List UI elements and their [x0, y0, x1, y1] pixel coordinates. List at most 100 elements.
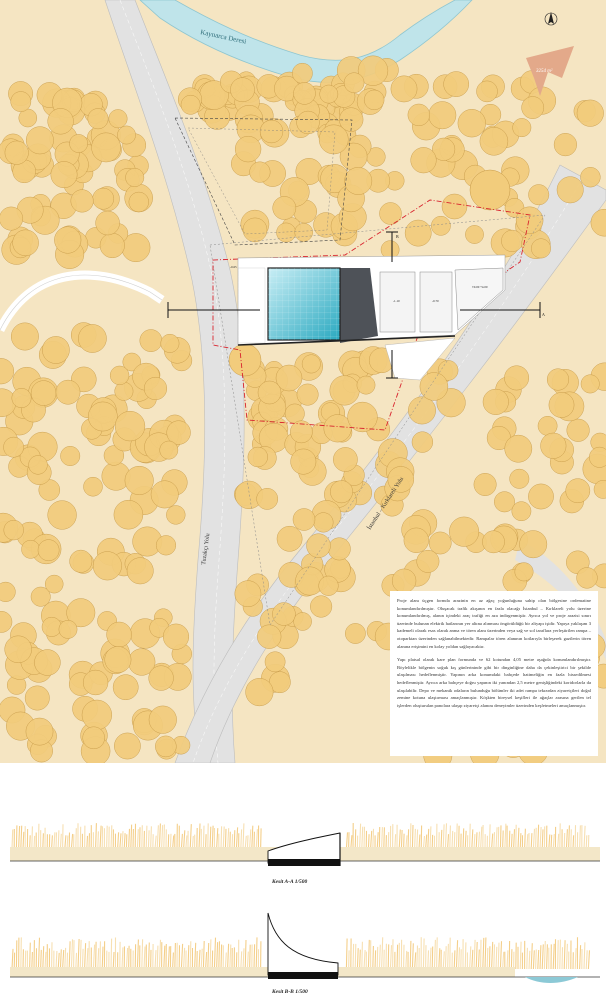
- tree-silhouette: [345, 938, 348, 970]
- tree-silhouette: [70, 939, 74, 970]
- tree-canopy: [428, 101, 457, 130]
- tree-silhouette: [405, 835, 408, 850]
- tree-silhouette: [493, 832, 496, 850]
- tree-silhouette: [389, 945, 393, 970]
- tree-silhouette: [40, 949, 42, 970]
- tree-silhouette: [81, 948, 84, 970]
- tree-canopy: [504, 434, 533, 463]
- section-marker-b: B: [396, 234, 399, 239]
- tree-silhouette: [350, 835, 353, 850]
- tree-silhouette: [416, 829, 419, 850]
- tree-canopy: [143, 376, 168, 401]
- tree-silhouette: [121, 947, 124, 970]
- tree-silhouette: [436, 937, 438, 970]
- tree-silhouette: [62, 949, 65, 970]
- tree-silhouette: [92, 944, 96, 970]
- tree-silhouette: [86, 948, 89, 970]
- tree-silhouette: [550, 834, 553, 850]
- tree-silhouette: [130, 824, 133, 850]
- tree-silhouette: [119, 833, 122, 850]
- tree-silhouette: [158, 939, 162, 970]
- tree-silhouette: [519, 833, 522, 850]
- tree-canopy: [0, 611, 13, 633]
- tree-silhouette: [352, 943, 355, 970]
- tree-silhouette: [229, 831, 231, 850]
- tree-silhouette: [244, 939, 247, 970]
- tree-silhouette: [191, 835, 194, 850]
- tree-silhouette: [497, 826, 500, 850]
- tree-canopy: [34, 649, 61, 676]
- tree-canopy: [290, 448, 317, 475]
- tree-silhouette: [240, 829, 243, 850]
- tree-canopy: [515, 206, 544, 235]
- tree-silhouette: [418, 834, 421, 850]
- tree-silhouette: [18, 825, 21, 850]
- tree-canopy: [590, 208, 606, 237]
- tree-canopy: [249, 161, 271, 183]
- tree-canopy: [234, 580, 262, 608]
- tree-silhouette: [200, 948, 203, 970]
- tree-silhouette: [169, 833, 172, 850]
- tree-silhouette: [167, 834, 170, 850]
- tree-canopy: [521, 96, 545, 119]
- tree-canopy: [24, 685, 50, 711]
- tree-silhouette: [112, 951, 115, 970]
- tree-canopy: [284, 403, 305, 424]
- tree-canopy: [10, 91, 32, 112]
- tree-canopy: [259, 119, 284, 144]
- tree-silhouette: [376, 832, 379, 850]
- tree-canopy: [364, 89, 385, 111]
- tree-silhouette: [235, 827, 239, 850]
- tree-silhouette: [136, 829, 139, 850]
- tree-canopy: [576, 99, 604, 127]
- tree-canopy: [41, 616, 62, 637]
- tree-canopy: [87, 108, 109, 130]
- tree-canopy: [329, 375, 360, 406]
- tree-canopy: [293, 612, 312, 631]
- tree-silhouette: [97, 948, 100, 970]
- tree-silhouette: [394, 834, 397, 850]
- tree-canopy: [44, 574, 64, 594]
- tree-silhouette: [546, 944, 548, 970]
- tree-silhouette: [381, 937, 384, 970]
- tree-silhouette: [97, 831, 99, 850]
- tree-silhouette: [57, 830, 60, 850]
- tree-canopy: [531, 238, 551, 259]
- tree-canopy: [479, 127, 509, 156]
- tree-canopy: [0, 358, 15, 385]
- description-paragraph: Proje alanı üçgen formda arazinin en az …: [397, 598, 591, 649]
- tree-canopy: [407, 103, 430, 127]
- tree-silhouette: [77, 938, 80, 970]
- tree-canopy: [117, 125, 136, 145]
- tree-silhouette: [427, 950, 430, 970]
- tree-canopy: [313, 512, 334, 533]
- tree-silhouette: [504, 823, 507, 850]
- tree-silhouette: [473, 939, 476, 970]
- tree-silhouette: [79, 939, 82, 970]
- tree-silhouette: [356, 948, 359, 970]
- tree-silhouette: [183, 830, 186, 850]
- tree-silhouette: [407, 829, 410, 850]
- tree-silhouette: [147, 942, 150, 970]
- north-arrow-icon: [544, 12, 558, 26]
- tree-silhouette: [411, 824, 414, 850]
- tree-silhouette: [163, 945, 166, 970]
- tree-canopy: [511, 501, 532, 522]
- tree-silhouette: [541, 829, 544, 850]
- tree-canopy: [296, 383, 319, 406]
- tree-canopy: [410, 147, 437, 174]
- tree-silhouette: [552, 943, 555, 970]
- tree-silhouette: [372, 828, 375, 850]
- tree-silhouette: [79, 826, 82, 850]
- section-line-b: [386, 231, 398, 379]
- tree-canopy: [150, 480, 179, 509]
- tree-canopy: [528, 184, 550, 206]
- tree-silhouette: [359, 949, 361, 970]
- tree-silhouette: [227, 943, 230, 970]
- tree-canopy: [3, 519, 24, 541]
- level-label: -0.70: [432, 299, 439, 303]
- tree-silhouette: [568, 825, 570, 850]
- tree-silhouette: [11, 948, 14, 970]
- tree-canopy: [166, 420, 191, 445]
- tree-silhouette: [453, 832, 456, 850]
